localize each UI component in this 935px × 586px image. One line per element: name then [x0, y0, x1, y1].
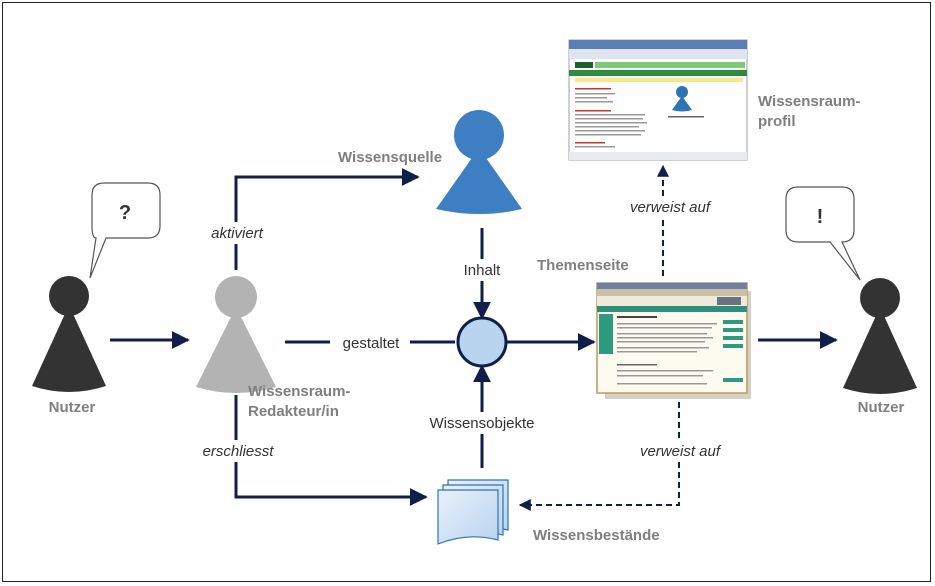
user-left	[32, 276, 106, 392]
edge-label-content: Inhalt	[464, 262, 502, 279]
edge-label-refers-bottom: verweist auf	[640, 443, 722, 460]
answer-bubble	[785, 186, 861, 281]
edge-label-designs: gestaltet	[343, 335, 401, 352]
user-left-label: Nutzer	[49, 399, 96, 416]
editor-label-line2: Redakteur/in	[248, 403, 339, 420]
exclamation-mark: !	[817, 206, 824, 228]
holdings-document-stack	[437, 479, 509, 545]
profile-label-line2: profil	[758, 113, 796, 130]
profile-label-line1: Wissensraum-	[758, 93, 860, 110]
theme-page-label: Themenseite	[537, 257, 629, 274]
user-right	[843, 278, 917, 394]
theme-page-screenshot	[596, 282, 751, 399]
question-bubble	[89, 182, 161, 279]
editor-label-line1: Wissensraum-	[248, 383, 350, 400]
question-mark: ?	[119, 202, 131, 224]
edge-label-activates: aktiviert	[211, 225, 264, 242]
editor-figure	[196, 276, 276, 393]
edge-label-refers-top: verweist auf	[630, 199, 712, 216]
source-figure	[436, 110, 522, 214]
source-label: Wissensquelle	[338, 149, 442, 166]
arrow-refers-to-holdings	[518, 402, 680, 511]
profile-screenshot	[568, 39, 748, 161]
edge-label-knowledge-objects: Wissensobjekte	[429, 415, 534, 432]
arrow-opens-up	[234, 395, 428, 506]
hub-node	[456, 316, 508, 368]
edge-label-opens-up: erschliesst	[203, 443, 275, 460]
user-right-label: Nutzer	[858, 399, 905, 416]
holdings-label: Wissensbestände	[533, 527, 660, 544]
